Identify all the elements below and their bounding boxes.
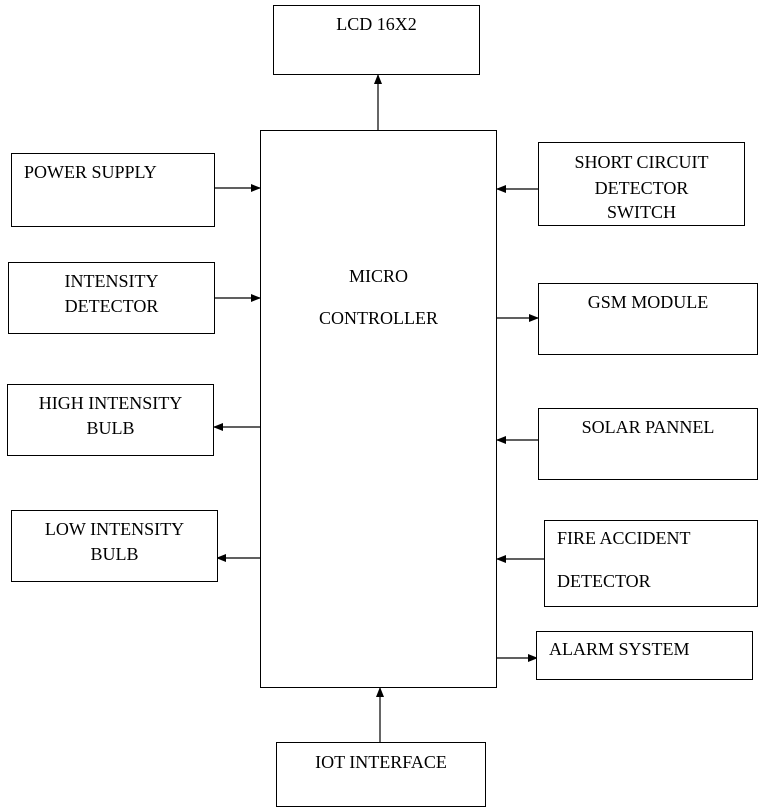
high-intensity-bulb-label-line2: BULB bbox=[86, 418, 135, 438]
low-intensity-bulb-label-line2: BULB bbox=[90, 544, 139, 564]
iot-interface-block bbox=[276, 742, 486, 807]
alarm-system-block bbox=[536, 631, 753, 680]
microcontroller-label-line1: MICRO bbox=[348, 266, 408, 286]
gsm-module-block bbox=[538, 283, 758, 355]
power-supply-label: POWER SUPPLY bbox=[24, 162, 157, 182]
fire-accident-label-line2: DETECTOR bbox=[557, 571, 651, 591]
alarm-system-label: ALARM SYSTEM bbox=[549, 639, 690, 659]
microcontroller-block bbox=[260, 130, 497, 688]
short-circuit-label-line1: SHORT CIRCUIT bbox=[574, 152, 709, 172]
power-supply-block bbox=[11, 153, 215, 227]
microcontroller-label-line2: CONTROLLER bbox=[319, 308, 438, 328]
short-circuit-label-line2: DETECTOR bbox=[594, 178, 689, 198]
high-intensity-bulb-label-line1: HIGH INTENSITY bbox=[38, 393, 183, 413]
short-circuit-detector-block bbox=[538, 142, 745, 226]
intensity-detector-block bbox=[8, 262, 215, 334]
low-intensity-bulb-label-line1: LOW INTENSITY bbox=[44, 519, 185, 539]
lcd-label: LCD 16X2 bbox=[336, 14, 417, 34]
intensity-detector-label-line1: INTENSITY bbox=[64, 271, 159, 291]
low-intensity-bulb-block bbox=[11, 510, 218, 582]
solar-pannel-label: SOLAR PANNEL bbox=[581, 417, 715, 437]
fire-accident-label-line1: FIRE ACCIDENT bbox=[557, 528, 691, 548]
gsm-module-label: GSM MODULE bbox=[587, 292, 709, 312]
intensity-detector-label-line2: DETECTOR bbox=[64, 296, 159, 316]
fire-accident-detector-block bbox=[544, 520, 758, 607]
short-circuit-label-line3: SWITCH bbox=[607, 202, 676, 222]
solar-pannel-block bbox=[538, 408, 758, 480]
high-intensity-bulb-block bbox=[7, 384, 214, 456]
iot-interface-label: IOT INTERFACE bbox=[315, 752, 447, 772]
lcd-block bbox=[273, 5, 480, 75]
